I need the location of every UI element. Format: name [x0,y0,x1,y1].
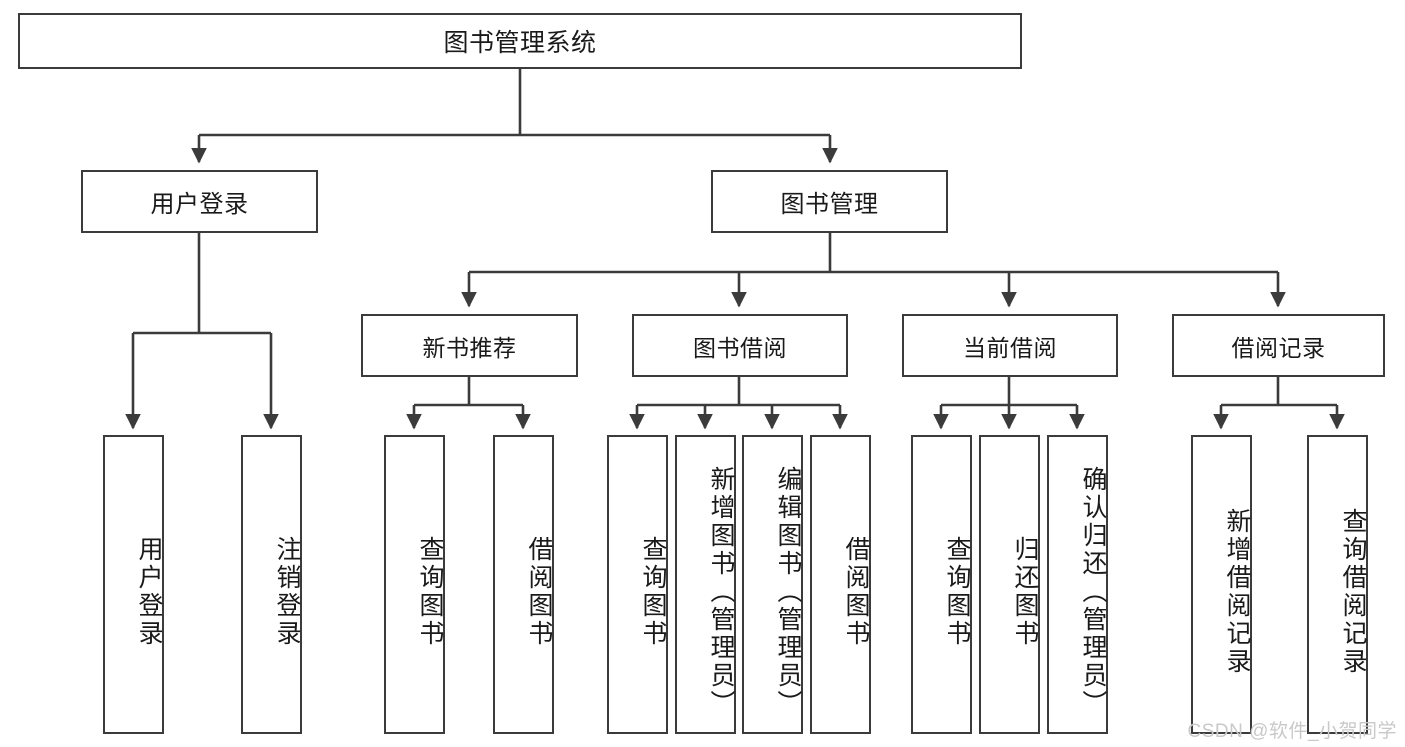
leaf-add-book-admin[interactable]: 新增图书（管理员） [675,435,736,734]
leaf-query-book-recommend[interactable]: 查询图书 [384,435,445,734]
leaf-edit-book-admin[interactable]: 编辑图书（管理员） [742,435,803,734]
node-borrow-record[interactable]: 借阅记录 [1172,314,1385,377]
leaf-user-logout[interactable]: 注销登录 [241,435,302,734]
leaf-query-borrow-record[interactable]: 查询借阅记录 [1307,435,1368,734]
leaf-query-book-borrow[interactable]: 查询图书 [607,435,668,734]
node-root-book-management-system[interactable]: 图书管理系统 [18,13,1022,69]
csdn-watermark: CSDN @软件_小贺同学 [1187,721,1397,742]
node-user-login[interactable]: 用户登录 [81,170,318,233]
leaf-user-login[interactable]: 用户登录 [103,435,164,734]
leaf-borrow-book[interactable]: 借阅图书 [810,435,871,734]
node-current-borrow[interactable]: 当前借阅 [902,314,1118,377]
leaf-borrow-book-recommend[interactable]: 借阅图书 [493,435,554,734]
node-book-borrow[interactable]: 图书借阅 [632,314,848,377]
node-book-management[interactable]: 图书管理 [711,170,948,233]
leaf-add-borrow-record[interactable]: 新增借阅记录 [1191,435,1252,734]
leaf-confirm-return-admin[interactable]: 确认归还（管理员） [1047,435,1108,734]
leaf-query-book-current[interactable]: 查询图书 [911,435,972,734]
node-new-book-recommend[interactable]: 新书推荐 [361,314,578,377]
leaf-return-book[interactable]: 归还图书 [979,435,1040,734]
